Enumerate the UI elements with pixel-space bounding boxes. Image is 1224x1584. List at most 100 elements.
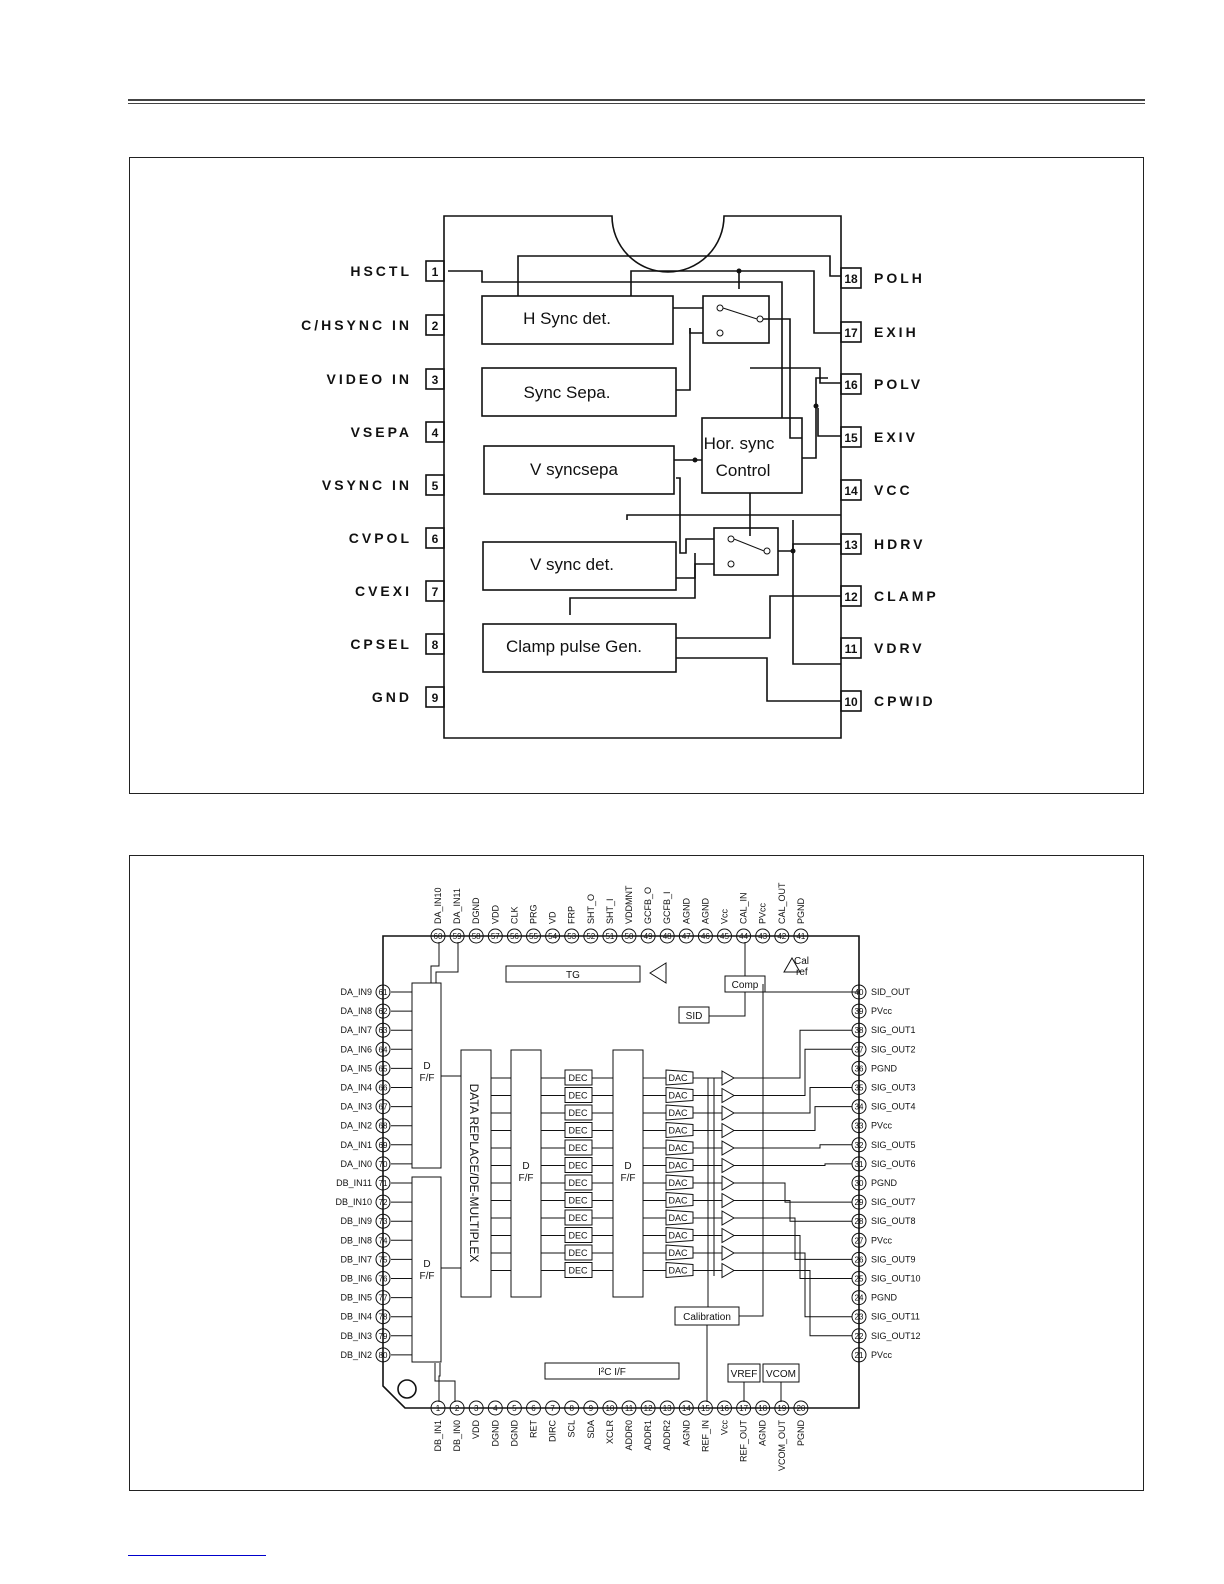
pin-number: 39 [855,1007,864,1016]
v-sync-det-block: V sync det. [482,541,677,591]
dac-cell: DAC [665,1156,694,1174]
pin-label: SIG_OUT2 [871,1044,916,1054]
chip2-pins: 60DA_IN1059DA_IN1158DGND57VDD56CLK55PRG5… [335,882,920,1471]
pin-label: VD [548,911,558,924]
pin-number: 53 [567,932,576,941]
dec-label: DEC [568,1143,588,1153]
header-rule [128,99,1145,101]
dac-cell: DAC [665,1226,694,1244]
pin-number: 42 [777,932,786,941]
pin-number: 20 [796,1404,805,1413]
pin-label: PGND [871,1293,898,1303]
pin-label: SIG_OUT9 [871,1254,916,1264]
pin-label: DA_IN5 [340,1063,372,1073]
pin-label: ADDR2 [662,1420,672,1451]
pin-label: VSYNC IN [322,477,412,493]
pin-label: VIDEO IN [327,371,412,387]
pin-number: 80 [379,1351,388,1360]
h-select-switch [702,295,770,344]
dac-label: DAC [668,1196,688,1206]
v-syncsepa-block: V syncsepa [483,445,675,495]
pin-label: VCOM_OUT [777,1420,787,1472]
pin-number: 60 [434,932,443,941]
pin-label: POLV [874,376,923,392]
pin-number: 2 [455,1404,460,1413]
vcom-label: VCOM [766,1369,796,1380]
clamp-pulse-gen-block: Clamp pulse Gen. [482,623,677,673]
pin-number: 3 [432,373,439,387]
pin-number: 51 [605,932,614,941]
pin-label: AGND [700,897,710,924]
pin-number: 34 [855,1103,864,1112]
pin-label: SCL [567,1420,577,1438]
calibration-block: Calibration [674,1306,740,1326]
h-sync-det-block: H Sync det. [481,295,674,345]
pin-number: 33 [855,1122,864,1131]
dec-cell: DEC [564,1262,593,1278]
dac-label: DAC [668,1231,688,1241]
pin-number: 1 [432,265,439,279]
pin-number: 78 [379,1313,388,1322]
chip1-left-pin-3: 3 VIDEO IN [327,368,445,390]
pin-label: PGND [871,1178,898,1188]
pin-number: 47 [682,932,691,941]
pin-label: PGND [796,1420,806,1447]
pin-label: VDDMNT [624,885,634,924]
pin-label: POLH [874,270,925,286]
pin-number: 52 [586,932,595,941]
sync-sepa-label: Sync Sepa. [524,383,611,402]
i2c-block: I²C I/F [544,1362,680,1380]
pin-label: SIG_OUT8 [871,1216,916,1226]
pin-label: CLAMP [874,588,939,604]
pin-number: 41 [796,932,805,941]
dec-label: DEC [568,1126,588,1136]
pin-label: REF_IN [700,1420,710,1452]
dec-cell: DEC [564,1209,593,1226]
pin-label: DA_IN3 [340,1102,372,1112]
dac-label: DAC [668,1248,688,1258]
dac-label: DAC [668,1178,688,1188]
pin-label: DA_IN7 [340,1025,372,1035]
pin-number: 26 [855,1255,864,1264]
pin-label: SIG_OUT1 [871,1025,916,1035]
dff-a-label-1: D [423,1061,430,1072]
pin-label: CPWID [874,693,936,709]
pin-number: 14 [844,484,858,498]
dff-right-label-2: F/F [621,1173,636,1184]
clamp-pulse-gen-label: Clamp pulse Gen. [506,637,642,656]
pin-label: VCC [874,482,913,498]
pin-number: 77 [379,1294,388,1303]
pin-number: 29 [855,1198,864,1207]
output-amplifier [721,1122,735,1139]
pin-number: 79 [379,1332,388,1341]
chip1-right-pin-14: 14 VCC [840,479,913,501]
pin-label: DA_IN1 [340,1140,372,1150]
pin-label: SIG_OUT10 [871,1274,921,1284]
dec-label: DEC [568,1248,588,1258]
pin-number: 72 [379,1198,388,1207]
dec-label: DEC [568,1266,588,1276]
pin-label: DGND [471,897,481,924]
output-amplifier [721,1210,735,1226]
